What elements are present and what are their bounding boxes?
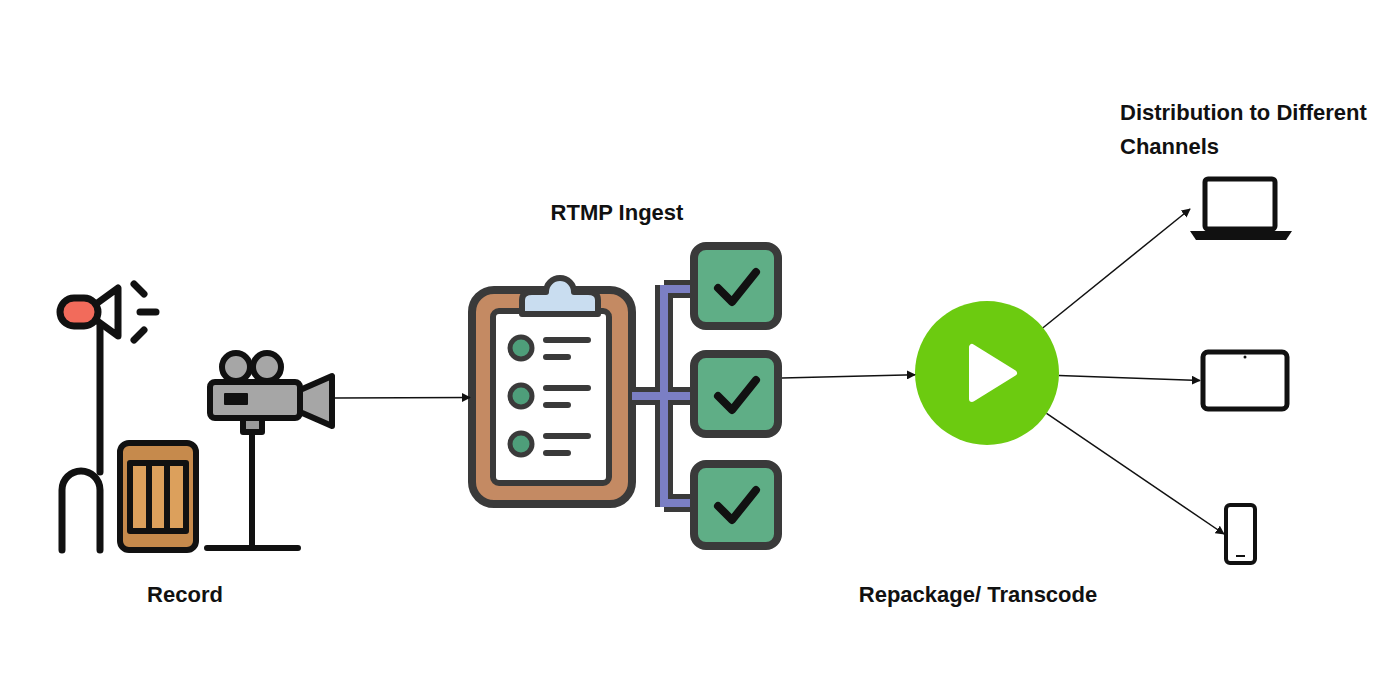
laptop-icon <box>1190 179 1292 240</box>
check-mark <box>718 380 756 410</box>
crate-slats <box>149 463 167 531</box>
play-circle <box>915 301 1059 445</box>
laptop-base <box>1190 231 1292 240</box>
phone-icon <box>1226 505 1255 563</box>
stand-legs <box>62 471 100 550</box>
flow-arrow <box>1047 413 1224 534</box>
bracket-fill <box>632 285 700 507</box>
checkboxes <box>694 246 778 546</box>
clipboard-paper <box>493 311 609 483</box>
light-ray <box>134 284 144 294</box>
bracket-outline <box>632 285 700 507</box>
clipboard-clip <box>522 278 598 314</box>
crate-body <box>120 443 196 550</box>
list-bullet <box>510 337 532 359</box>
tripod <box>207 432 298 548</box>
section-heading: Distribution to Different Channels <box>1120 96 1370 164</box>
ingest-clipboard: RTMP Ingest <box>470 240 782 555</box>
list-bullet <box>510 385 532 407</box>
node-caption: RTMP Ingest <box>487 200 747 226</box>
camera <box>207 353 332 548</box>
camera-body <box>210 382 300 418</box>
flow-arrow <box>335 397 470 399</box>
laptop-device <box>1190 176 1292 242</box>
node-caption: Repackage/ Transcode <box>818 582 1138 608</box>
list-bullet <box>510 433 532 455</box>
bracket <box>632 285 700 507</box>
flow-arrow <box>1059 376 1200 381</box>
lamp-door <box>96 288 118 336</box>
clipboard <box>472 278 632 504</box>
phone-frame <box>1226 505 1255 563</box>
stand-pole <box>97 325 104 472</box>
record-setup: Record <box>55 278 335 552</box>
phone-device <box>1224 503 1257 565</box>
camera-lens <box>300 376 332 426</box>
tablet-camera <box>1244 356 1247 359</box>
crate-panel <box>130 463 186 531</box>
node-caption: Record <box>85 582 285 608</box>
lamp-head <box>60 298 98 326</box>
checkbox <box>694 464 778 546</box>
film-reel <box>253 353 281 381</box>
phone-button <box>1236 555 1245 557</box>
film-reel <box>222 353 250 381</box>
light-ray <box>134 330 144 340</box>
checkbox <box>694 246 778 326</box>
tablet-icon <box>1203 352 1287 409</box>
camera-panel <box>225 394 247 404</box>
tablet-device <box>1200 349 1290 412</box>
light-ray <box>140 309 156 316</box>
transcode-play-circle: Repackage/ Transcode <box>915 301 1059 445</box>
flow-arrow <box>782 375 915 378</box>
checkbox <box>694 354 778 434</box>
flow-arrow <box>1043 209 1190 328</box>
check-mark <box>718 272 756 302</box>
play-triangle <box>972 347 1014 399</box>
laptop-screen <box>1205 179 1275 229</box>
tablet-frame <box>1203 352 1287 409</box>
check-mark <box>718 490 756 520</box>
play-circle-shape <box>915 301 1059 445</box>
clipboard-board <box>472 290 632 504</box>
list-lines <box>546 340 588 453</box>
crate <box>120 443 196 550</box>
